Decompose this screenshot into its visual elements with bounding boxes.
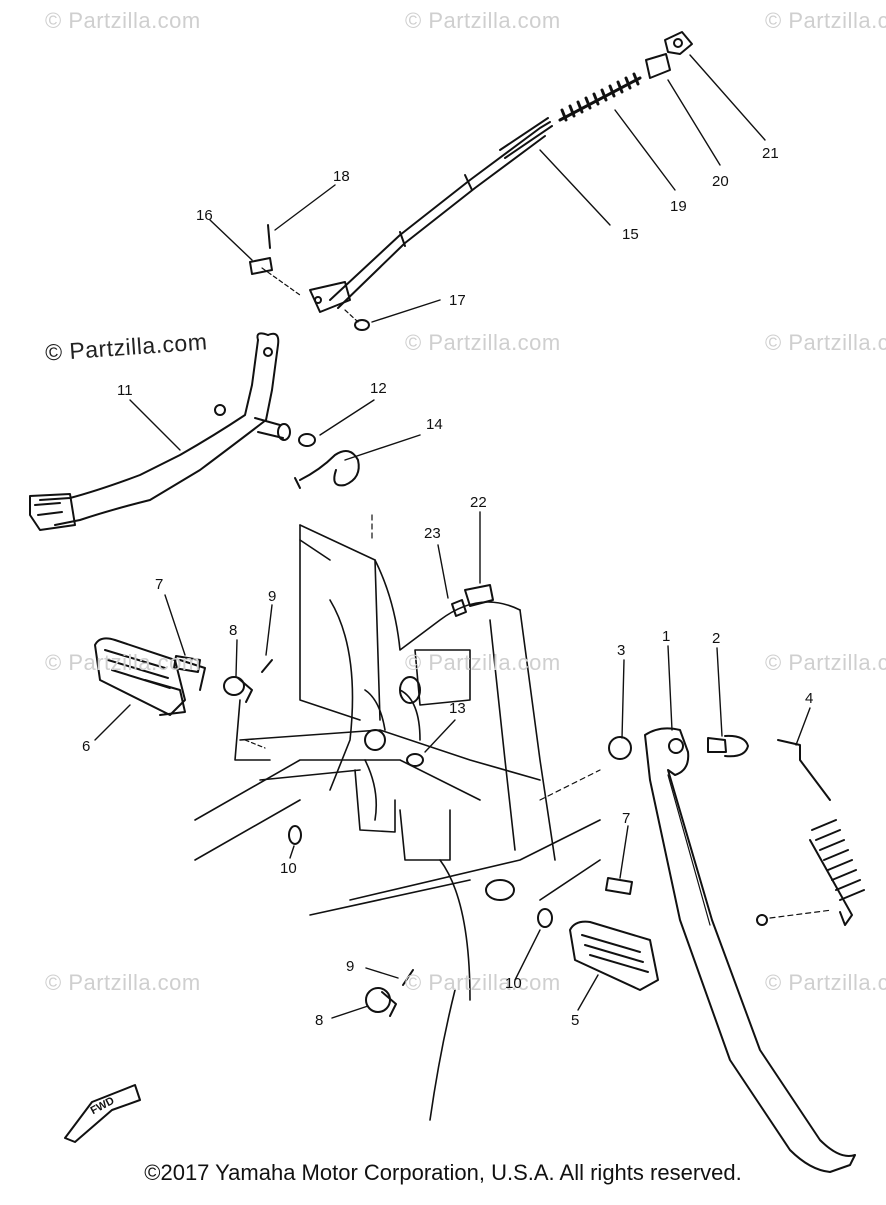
watermark-text: © Partzilla.com <box>405 330 561 355</box>
callout-18: 18 <box>333 168 350 185</box>
washer-10-left <box>288 825 302 845</box>
copyright-footer: ©2017 Yamaha Motor Corporation, U.S.A. A… <box>144 1160 742 1185</box>
watermark-text: © Partzilla.com <box>45 650 201 675</box>
callout-8: 8 <box>229 622 238 639</box>
watermark-text: © Partzilla.com <box>765 330 886 355</box>
brake-pedal <box>29 332 291 531</box>
callout-17: 17 <box>449 292 466 309</box>
callout-9: 9 <box>268 588 277 605</box>
callout-5: 5 <box>571 1012 580 1029</box>
callout-7: 7 <box>155 576 164 593</box>
footrest-pin-right <box>365 969 414 1017</box>
callout-11: 11 <box>117 382 133 399</box>
footrest-spring-right <box>605 877 633 895</box>
washer-13 <box>406 753 424 767</box>
callout-9: 9 <box>346 958 355 975</box>
callout-2: 2 <box>712 630 721 647</box>
pedal-spring <box>294 433 373 541</box>
callout-21: 21 <box>762 145 779 162</box>
callout-16: 16 <box>196 207 213 224</box>
callout-22: 22 <box>470 494 487 511</box>
callout-20: 20 <box>712 173 729 190</box>
frame-pivot <box>364 676 515 901</box>
brake-rod <box>309 117 553 313</box>
clevis-pin <box>249 224 370 331</box>
watermark-text: © Partzilla.com <box>765 8 886 33</box>
watermark-text: © Partzilla.com <box>765 970 886 995</box>
callout-7: 7 <box>622 810 631 827</box>
watermark-text: © Partzilla.com <box>45 970 201 995</box>
watermark-text: © Partzilla.com <box>405 650 561 675</box>
leader-lines <box>94 54 811 1019</box>
footrest-pin-left <box>223 659 273 749</box>
callout-10: 10 <box>280 860 297 877</box>
callout-6: 6 <box>82 738 91 755</box>
callout-23: 23 <box>424 525 441 542</box>
callout-13: 13 <box>449 700 466 717</box>
footrest-right <box>569 920 659 991</box>
watermark-text: © Partzilla.com <box>405 970 561 995</box>
fwd-arrow-shape <box>64 1084 141 1143</box>
callout-4: 4 <box>805 690 814 707</box>
callout-15: 15 <box>622 226 639 243</box>
sidestand-bolt <box>707 734 749 758</box>
callout-19: 19 <box>670 198 687 215</box>
rod-spring <box>558 72 642 122</box>
adjusting-nut <box>664 31 693 55</box>
watermark-text: © Partzilla.com <box>405 8 561 33</box>
footrest-spring-left <box>173 655 201 673</box>
frame-outline <box>194 524 601 1121</box>
rod-joint <box>645 53 671 79</box>
callout-14: 14 <box>426 416 443 433</box>
callout-12: 12 <box>370 380 387 397</box>
washer-10-right <box>537 908 553 928</box>
watermark-text: © Partzilla.com <box>765 650 886 675</box>
callout-1: 1 <box>662 628 671 645</box>
sidestand-collar <box>539 736 632 801</box>
sidestand-spring <box>756 739 865 926</box>
callout-3: 3 <box>617 642 626 659</box>
watermark-text: © Partzilla.com <box>45 8 201 33</box>
callout-8: 8 <box>315 1012 324 1029</box>
sidestand <box>644 727 856 1173</box>
pivot-bolt <box>451 584 494 617</box>
footrest-left <box>94 637 206 716</box>
callout-10: 10 <box>505 975 522 992</box>
